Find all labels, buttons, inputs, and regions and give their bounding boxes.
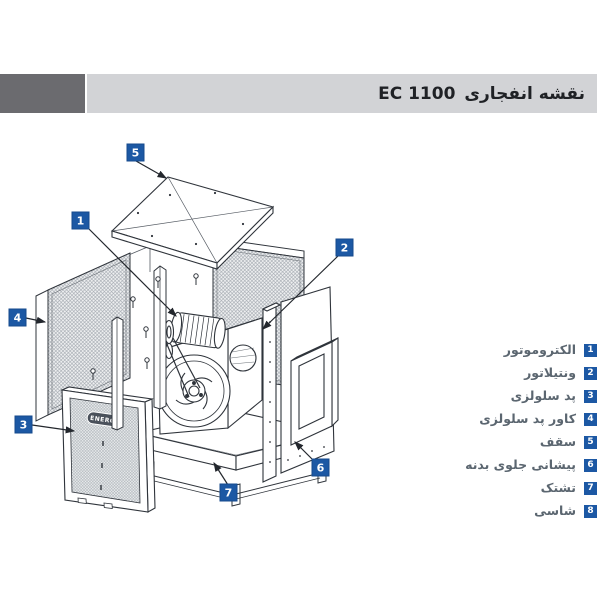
callout-number: 7 — [225, 487, 233, 500]
corner-post — [111, 316, 124, 431]
callout-number: 4 — [14, 312, 22, 325]
screw — [90, 368, 96, 380]
fan-blade — [175, 399, 195, 405]
panel-screw-holes — [269, 321, 325, 463]
roof-screw-dots — [136, 191, 245, 246]
corner-posts — [111, 265, 167, 431]
page-title-model: EC 1100 — [378, 83, 456, 104]
roof-panel — [110, 176, 275, 271]
legend-item-1: 1 الکتروموتور — [377, 344, 597, 357]
electric-motor — [170, 311, 226, 349]
callout-layer: 1 2 3 4 5 6 7 — [8, 143, 354, 502]
legend-item-6: 6 پیشانی جلوی بدنه — [377, 459, 597, 472]
screw — [193, 273, 199, 285]
front-body-panel — [261, 286, 339, 483]
callout-7: 7 — [219, 483, 238, 502]
leader-line-4 — [25, 316, 47, 324]
page-title-fa: نقشه انفجاری — [464, 83, 585, 104]
callout-number: 1 — [77, 215, 85, 228]
energy-badge-text: ENERGY — [90, 415, 121, 426]
legend-item-number: 4 — [584, 413, 597, 426]
legend-item-label: الکتروموتور — [503, 342, 576, 358]
screw — [143, 326, 149, 338]
leader-line-6 — [294, 441, 315, 462]
legend-item-number: 8 — [584, 505, 597, 518]
callout-5: 5 — [126, 143, 145, 162]
header-bar: نقشه انفجاری EC 1100 — [87, 74, 597, 113]
legend-item-7: 7 تشتک — [377, 482, 597, 495]
callout-4: 4 — [8, 308, 27, 327]
duct-opening-frame — [290, 341, 333, 446]
legend-item-number: 5 — [584, 436, 597, 449]
legend-item-label: ونتیلاتور — [524, 365, 576, 381]
callout-number: 2 — [341, 242, 349, 255]
blower-side-face — [227, 317, 263, 430]
leader-line-7 — [213, 461, 229, 486]
loose-screws — [90, 273, 199, 380]
callout-3: 3 — [14, 415, 33, 434]
legend-item-3: 3 پد سلولزی — [377, 390, 597, 403]
leader-line-3 — [31, 424, 76, 434]
front-pad-energy: ENERGY — [59, 386, 156, 513]
side-inlet-circle — [229, 344, 257, 372]
fan-blade — [202, 390, 208, 410]
fan-wheel — [157, 354, 231, 428]
legend-item-5: 5 سقف — [377, 436, 597, 449]
legend-item-label: سقف — [539, 434, 576, 450]
blower-fan-unit — [157, 311, 263, 435]
parts-legend: 1 الکتروموتور 2 ونتیلاتور 3 پد سلولزی 4 کاور پد… — [377, 344, 597, 528]
page-header: نقشه انفجاری EC 1100 — [0, 74, 600, 113]
legend-item-number: 7 — [584, 482, 597, 495]
legend-item-label: کاور پد سلولزی — [479, 411, 576, 427]
callout-1: 1 — [71, 211, 90, 230]
fan-blade — [180, 372, 186, 392]
callout-number: 6 — [317, 462, 325, 475]
legend-item-number: 2 — [584, 367, 597, 380]
legend-item-label: تشتک — [540, 480, 576, 496]
callout-number: 3 — [20, 419, 28, 432]
legend-item-4: 4 کاور پد سلولزی — [377, 413, 597, 426]
legend-item-label: پیشانی جلوی بدنه — [465, 457, 576, 473]
leader-line-1 — [88, 228, 177, 317]
screw — [130, 296, 136, 308]
leader-line-2 — [262, 255, 339, 330]
leader-line-5 — [135, 160, 168, 179]
legend-item-2: 2 ونتیلاتور — [377, 367, 597, 380]
legend-item-number: 3 — [584, 390, 597, 403]
callout-2: 2 — [335, 238, 354, 257]
legend-item-8: 8 شاسی — [377, 505, 597, 518]
header-accent-box — [0, 74, 85, 113]
legend-item-number: 1 — [584, 344, 597, 357]
screw — [155, 276, 161, 288]
callout-number: 5 — [132, 147, 140, 160]
screw — [144, 357, 150, 369]
page-title: نقشه انفجاری EC 1100 — [378, 84, 585, 104]
callout-6: 6 — [311, 458, 330, 477]
legend-item-label: پد سلولزی — [510, 388, 576, 404]
legend-item-label: شاسی — [534, 503, 576, 519]
drive-belt — [165, 337, 201, 398]
legend-item-number: 6 — [584, 459, 597, 472]
